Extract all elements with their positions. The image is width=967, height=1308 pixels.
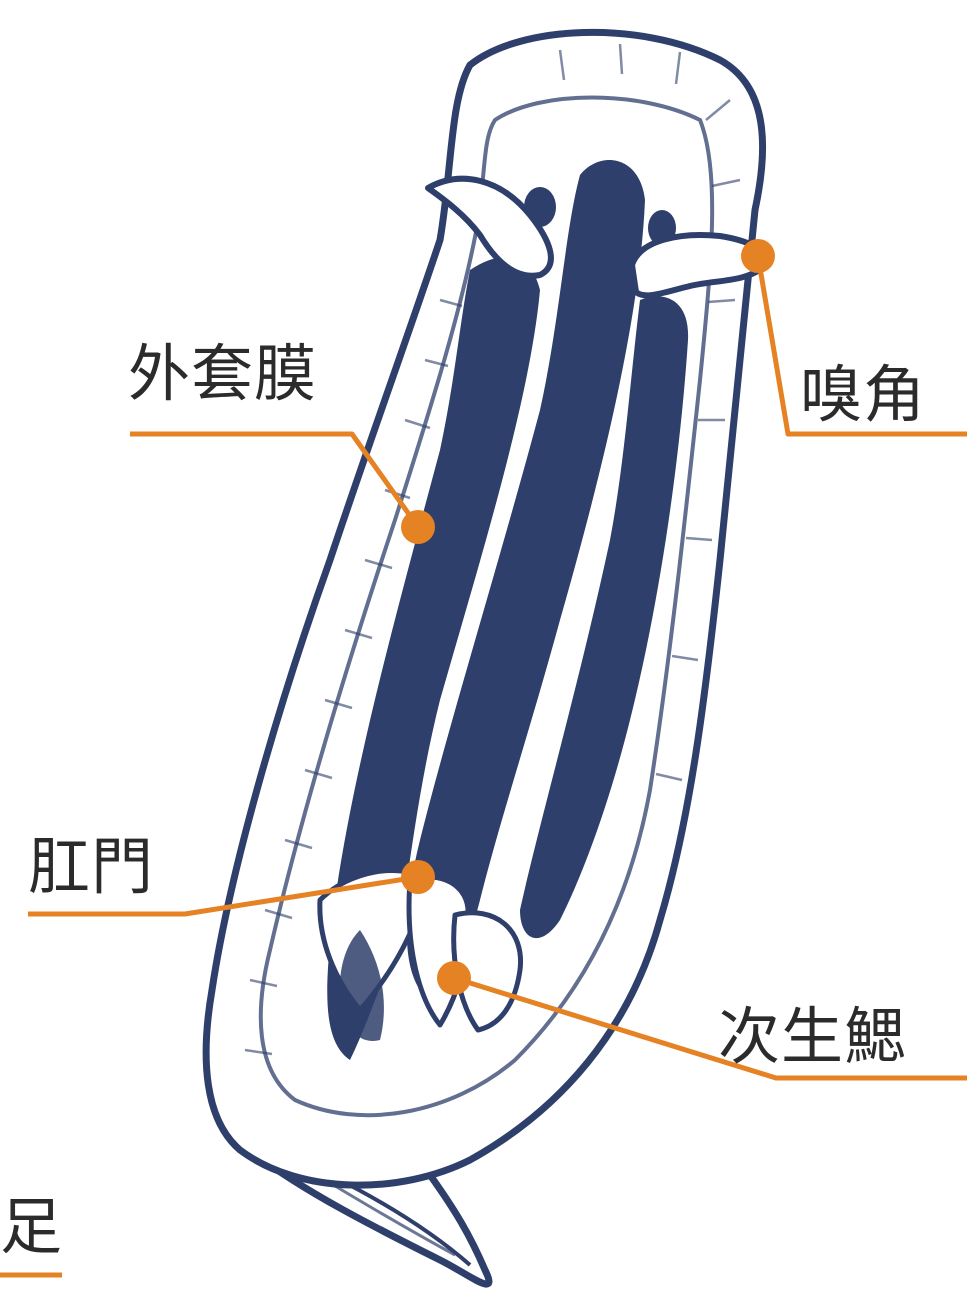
marker-dot-gills [437,961,471,995]
label-rhinophore: 嗅角 [800,364,926,426]
label-mantle: 外套膜 [128,343,317,405]
label-anus: 肛門 [28,836,154,898]
marker-dot-anus [401,860,435,894]
label-foot: 足 [0,1196,63,1258]
marker-dot-mantle [401,510,435,544]
label-secondary-gills: 次生鰓 [718,1006,907,1068]
marker-dot-rhinophore [741,239,775,273]
